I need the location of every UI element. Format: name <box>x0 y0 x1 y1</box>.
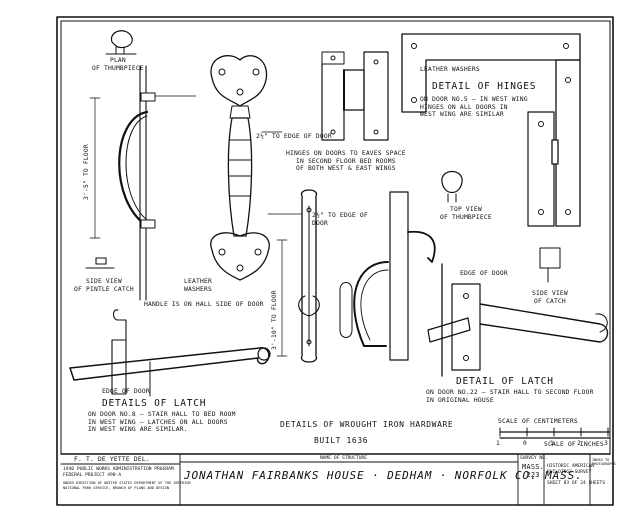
label-leather-washers-mid: LEATHER WASHERS <box>184 278 212 293</box>
index-label: INDEX TO PHOTOGRAPHS <box>592 458 616 467</box>
hinges-note: HINGES ON DOORS TO EAVES SPACE IN SECOND… <box>286 150 406 172</box>
label-top-view-thumbpiece: TOP VIEW OF THUMBPIECE <box>440 206 492 221</box>
survey-number-label: SURVEY NO. <box>520 456 548 461</box>
scale-ticks: 1 0 1 2 3 <box>496 440 616 448</box>
survey-name: HISTORIC AMERICAN BUILDINGS SURVEY <box>547 464 595 475</box>
scale-tick: 3 <box>604 440 608 447</box>
project-label: 1940 PUBLIC WORKS ADMINISTRATION PROGRAM… <box>63 467 174 478</box>
hinge-large-drawing <box>401 33 581 227</box>
delineator-credit: F. T. DE YETTE DEL. <box>74 456 150 463</box>
detail-latch-right-subtitle: ON DOOR NO.22 — STAIR HALL TO SECOND FLO… <box>426 389 594 404</box>
scale-tick: 0 <box>523 440 527 447</box>
scale-centimeters-label: SCALE OF CENTIMETERS <box>498 418 578 425</box>
label-plan-thumbpiece: PLAN OF THUMBPIECE <box>92 57 144 72</box>
label-leather-washers-top: LEATHER WASHERS <box>420 66 480 73</box>
sheet-number: SHEET 83 OF 24 SHEETS <box>547 481 606 486</box>
detail-latch-right-title: DETAIL OF LATCH <box>456 376 554 387</box>
detail-hinges-title: DETAIL OF HINGES <box>432 81 537 92</box>
pintle-handle-drawing <box>85 65 197 301</box>
handle-note: HANDLE IS ON HALL SIDE OF DOOR <box>144 301 264 308</box>
thumbpiece-plan-drawing <box>105 30 137 55</box>
label-edge-of-door-3: EDGE OF DOOR <box>460 270 508 277</box>
label-edge-of-door-4: EDGE OF DOOR <box>102 388 150 395</box>
survey-number: MASS. 223 <box>522 463 545 479</box>
door-handle-drawing <box>210 55 283 281</box>
scale-inches-label: SCALE OF INCHES <box>544 441 604 448</box>
agency-label: UNDER DIRECTION OF UNITED STATES DEPARTM… <box>63 481 191 490</box>
latch-right-drawing <box>427 247 609 377</box>
scale-bar <box>499 427 611 439</box>
dimension-left: 3'-5" TO FLOOR <box>83 144 90 200</box>
thumbpiece-top-drawing <box>441 170 463 203</box>
label-side-view-pintle: SIDE VIEW OF PINTLE CATCH <box>74 278 134 293</box>
main-caption: DETAILS OF WROUGHT IRON HARDWARE <box>280 420 454 429</box>
hinge-small-drawing <box>321 51 389 141</box>
scale-tick: 1 <box>496 440 500 447</box>
latch-plate-drawing <box>267 189 436 363</box>
latch-left-drawing <box>69 309 271 397</box>
label-side-view-catch: SIDE VIEW OF CATCH <box>532 290 568 305</box>
detail-hinges-subtitle: ON DOOR NO.5 — IN WEST WING HINGES ON AL… <box>420 96 528 118</box>
details-latch-left-title: DETAILS OF LATCH <box>102 398 207 409</box>
label-edge-of-door-1: 2½" TO EDGE OF DOOR <box>256 133 332 140</box>
dimension-middle: 3'-10" TO FLOOR <box>271 290 278 350</box>
built-date: BUILT 1636 <box>314 436 369 445</box>
structure-name: JONATHAN FAIRBANKS HOUSE · DEDHAM · NORF… <box>184 469 583 482</box>
details-latch-left-subtitle: ON DOOR NO.8 — STAIR HALL TO BED ROOM IN… <box>88 411 236 433</box>
name-of-structure-label: NAME OF STRUCTURE <box>320 456 368 461</box>
label-edge-of-door-2: 2½" TO EDGE OF DOOR <box>312 212 368 227</box>
title-block-frame <box>60 453 611 506</box>
scale-tick: 2 <box>577 440 581 447</box>
scale-tick: 1 <box>550 440 554 447</box>
outer-border <box>56 16 614 506</box>
